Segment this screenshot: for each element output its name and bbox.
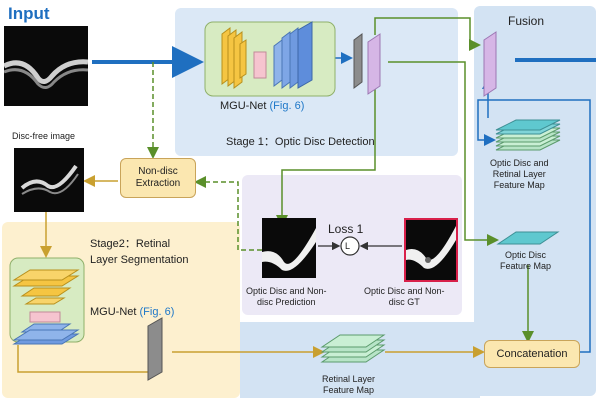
fig-link-bottom[interactable]: (Fig. 6)	[139, 306, 175, 318]
prediction-image	[262, 218, 316, 278]
od-retinal-feature-stack	[495, 119, 561, 151]
stage1-output-bar-gray	[353, 33, 363, 89]
stage1-to-prediction-arrow	[276, 75, 376, 227]
od-feature-map-shape	[496, 231, 560, 245]
concat-to-fusion-stack-arrow	[477, 99, 591, 353]
retinal-feature-map-label: Retinal Layer Feature Map	[322, 374, 376, 395]
stage1-to-fusion-arrow	[374, 17, 481, 51]
input-label: Input	[8, 4, 50, 23]
od-feature-map-label: Optic Disc Feature Map	[500, 250, 552, 271]
mgu-net-bottom-label: MGU-Net	[90, 306, 137, 318]
mgu-net-bottom-caption: MGU-Net (Fig. 6)	[90, 306, 174, 318]
stage2-label-line2: Layer Segmentation	[90, 254, 189, 266]
mgu-net-top-caption: MGU-Net (Fig. 6)	[220, 100, 304, 112]
stage1-label: Stage 1：Optic Disc Detection	[226, 136, 375, 148]
fig-link-top[interactable]: (Fig. 6)	[269, 100, 305, 112]
loss-node	[340, 236, 360, 256]
gt-image	[404, 218, 458, 282]
concatenation-box: Concatenation	[484, 340, 580, 368]
stage2-mgu-to-bar-arrow	[17, 345, 148, 373]
retinal-feature-stack	[320, 334, 386, 363]
gt-label: Optic Disc and Non- disc GT	[364, 286, 445, 307]
disc-free-image	[14, 148, 84, 212]
stage2-label-line1: Stage2：Retinal	[90, 238, 171, 250]
disc-free-label: Disc-free image	[12, 131, 76, 141]
prediction-label: Optic Disc and Non- disc Prediction	[246, 286, 327, 307]
loss-label: Loss 1	[328, 222, 364, 236]
fusion-output-bar	[483, 31, 497, 97]
input-image	[4, 26, 88, 106]
prediction-to-extraction-dashed	[194, 176, 262, 251]
stage2-output-bar	[147, 317, 163, 381]
loss-symbol: L	[345, 241, 351, 251]
non-disc-extraction-box: Non-disc Extraction	[120, 158, 196, 198]
od-retinal-map-label: Optic Disc and Retinal Layer Feature Map	[490, 158, 549, 190]
stage1-to-od-map-arrow	[388, 61, 499, 246]
stage1-output-bar-purple	[367, 33, 381, 95]
fusion-label: Fusion	[508, 14, 545, 28]
mgu-net-top-label: MGU-Net	[220, 100, 267, 112]
